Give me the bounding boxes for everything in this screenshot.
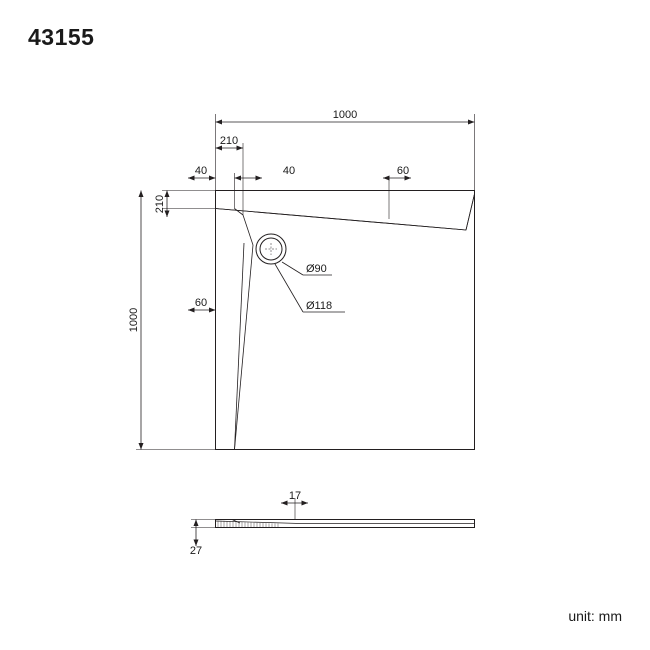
- section-chamfer: [231, 519, 241, 524]
- dim-17-arrow2: [301, 500, 308, 506]
- dim-label-210-left: 210: [154, 195, 166, 213]
- dim-1000-left-arrow2: [138, 443, 144, 450]
- leader-dia90: [281, 261, 304, 276]
- unit-note: unit: mm: [568, 608, 622, 624]
- dim-label-1000-left: 1000: [128, 308, 140, 332]
- dim-label-40-left: 40: [195, 165, 207, 177]
- dim-210-left-arrow2: [164, 210, 170, 217]
- dim-210-arrow-left: [215, 145, 222, 151]
- dim-40-right-arrow2: [255, 175, 262, 181]
- drain-center-mark: [265, 243, 277, 255]
- dim-40-left-arrow: [209, 175, 216, 181]
- dim-40-right-arrow: [234, 175, 241, 181]
- page-title: 43155: [28, 24, 95, 50]
- dim-17-arrow1: [281, 500, 288, 506]
- dim-label-17: 17: [289, 490, 301, 502]
- dim-1000-left-arrow1: [138, 190, 144, 197]
- dim-label-1000-top: 1000: [333, 109, 357, 121]
- dim-210-left-arrow1: [164, 190, 170, 197]
- corner-chamfer: [234, 208, 244, 216]
- leader-dia118: [274, 263, 304, 313]
- dim-60-topright-arrow2: [404, 175, 411, 181]
- dim-label-60-topright: 60: [397, 165, 409, 177]
- callout-label-dia90: Ø90: [306, 263, 327, 275]
- dim-1000-top-arrow-right: [468, 119, 475, 125]
- drain-outer-circle: [255, 233, 287, 265]
- tray-outline: [215, 190, 475, 450]
- dim-40-left-arrow2: [188, 175, 195, 181]
- callout-label-dia118: Ø118: [306, 300, 332, 312]
- slope-line-b: [465, 193, 475, 231]
- section-hatch: [217, 520, 279, 527]
- dim-27-arrow2: [193, 539, 199, 546]
- section-inner-slope: [215, 520, 475, 524]
- slope-line-e: [242, 214, 254, 246]
- dim-label-40-right: 40: [283, 165, 295, 177]
- slope-line-c: [234, 244, 254, 450]
- dim-27-arrow1: [193, 519, 199, 526]
- dim-label-27: 27: [190, 545, 202, 557]
- slope-line-d: [234, 242, 245, 450]
- dim-210-arrow-right: [236, 145, 243, 151]
- section-outline: [215, 519, 475, 528]
- dim-label-210-top: 210: [220, 135, 238, 147]
- dim-60-topright-arrow1: [383, 175, 390, 181]
- dim-60-left-arrow2: [209, 307, 216, 313]
- drain-inner-circle: [259, 237, 283, 261]
- dim-label-60-left: 60: [195, 297, 207, 309]
- slope-line-a: [215, 208, 467, 231]
- dim-1000-top-arrow-left: [215, 119, 222, 125]
- dim-60-left-arrow1: [188, 307, 195, 313]
